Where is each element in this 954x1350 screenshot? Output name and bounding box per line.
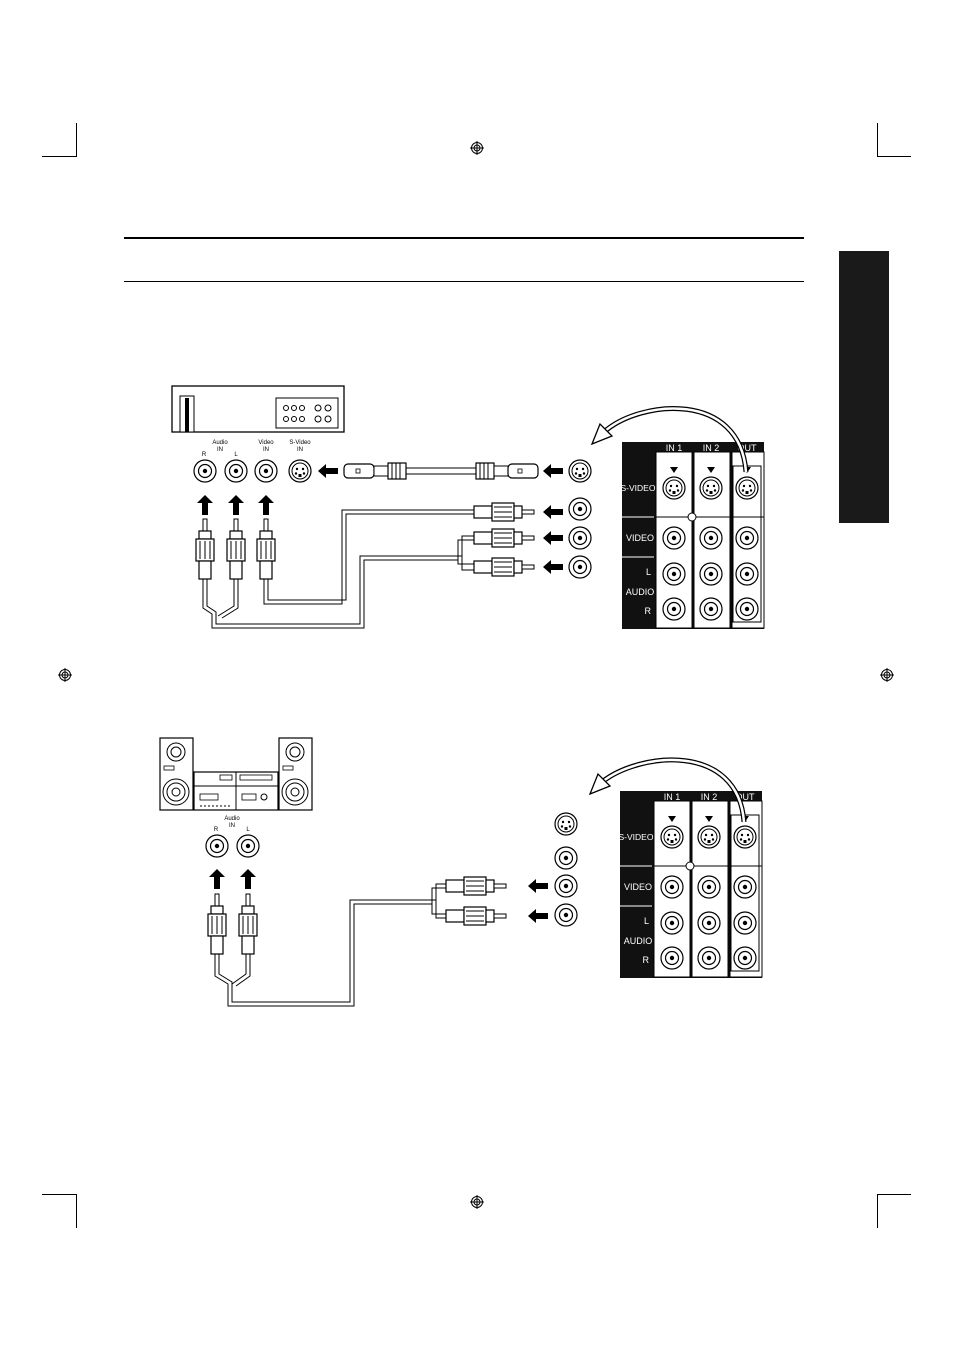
panel2-row-l: L xyxy=(644,916,649,926)
svideo-cable xyxy=(318,463,563,479)
out-audio-r-jack xyxy=(569,556,591,578)
panel1-row-audio: AUDIO xyxy=(626,587,655,597)
panel1-row-r: R xyxy=(645,606,652,616)
audio-sys-l-label: L xyxy=(246,827,250,833)
vcr-audio-in-label: IN xyxy=(217,447,223,453)
vcr-video-label: Video xyxy=(258,440,274,446)
panel2-col-in1: IN 1 xyxy=(664,792,681,802)
vcr-video-plug xyxy=(257,519,275,579)
audio-system-device xyxy=(160,738,312,810)
audio-sys-audio-label: Audio xyxy=(224,816,240,822)
out2-audio-l-jack xyxy=(555,875,577,897)
panel2-row-r: R xyxy=(643,955,650,965)
audio-sys-r-jack xyxy=(206,835,228,857)
vcr-svideo-jack xyxy=(289,460,311,482)
vcr-svideo-label: S-Video xyxy=(289,440,311,446)
panel2-row-svideo: S-VIDEO xyxy=(619,832,654,842)
out2-svideo-jack xyxy=(555,813,577,835)
audio-sys-r-label: R xyxy=(214,827,219,833)
vcr-audio-r-jack xyxy=(194,460,216,482)
panel1-row-l: L xyxy=(646,567,651,577)
vcr-audio-l-jack xyxy=(225,460,247,482)
panel2-row-audio: AUDIO xyxy=(624,936,653,946)
out-video-jack xyxy=(569,498,591,520)
av-cables-1 xyxy=(203,510,474,628)
vcr-audio-l-plug xyxy=(227,519,245,579)
panel2-row-video: VIDEO xyxy=(624,882,652,892)
vcr-svideo-in-label: IN xyxy=(297,447,303,453)
out-svideo-jack xyxy=(569,460,591,482)
vcr-audio-l-label: L xyxy=(234,452,238,458)
vcr-audio-label: Audio xyxy=(212,440,228,446)
vcr-device xyxy=(172,386,344,432)
panel1-col-in2: IN 2 xyxy=(703,443,720,453)
panel2-col-in2: IN 2 xyxy=(701,792,718,802)
out2-audio-r-jack xyxy=(555,904,577,926)
audio-sys-in-label: IN xyxy=(229,823,235,829)
audio-sys-r-plug xyxy=(208,894,226,954)
vcr-audio-r-label: R xyxy=(202,452,207,458)
audio-sys-l-jack xyxy=(237,835,259,857)
vcr-video-in-label: IN xyxy=(263,447,269,453)
vcr-audio-r-plug xyxy=(196,519,214,579)
audio-l-plug-2 xyxy=(446,877,506,895)
video-out-plug xyxy=(474,503,534,521)
audio-r-out-plug xyxy=(474,558,534,576)
audio-r-plug-2 xyxy=(446,907,506,925)
panel1-row-video: VIDEO xyxy=(626,533,654,543)
out2-video-jack xyxy=(555,847,577,869)
panel1-row-svideo: S-VIDEO xyxy=(621,483,656,493)
panel1-col-in1: IN 1 xyxy=(666,443,683,453)
audio-sys-l-plug xyxy=(239,894,257,954)
out-audio-l-jack xyxy=(569,527,591,549)
vcr-video-jack xyxy=(255,460,277,482)
audio-l-out-plug xyxy=(474,529,534,547)
